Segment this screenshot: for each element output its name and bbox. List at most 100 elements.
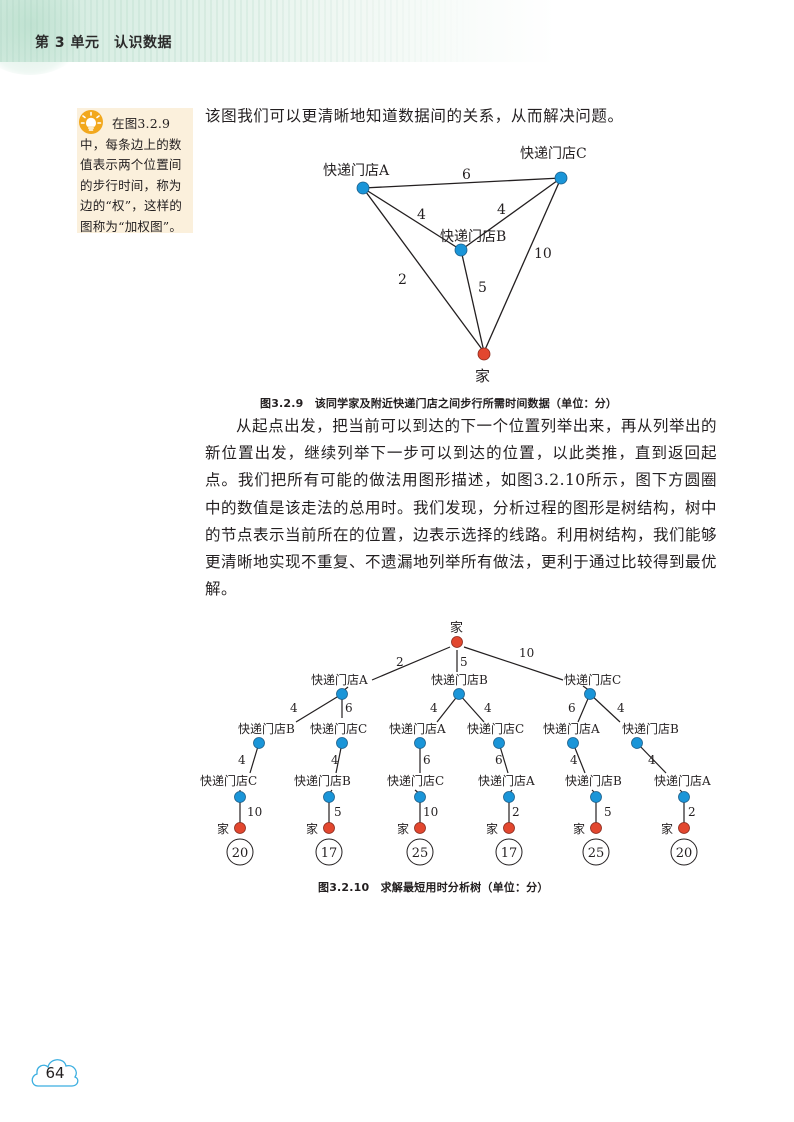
tree-l1-label: 快递门店B [431, 672, 488, 687]
tree-l2-node [567, 737, 579, 749]
tree-l2-label: 快递门店A [543, 721, 600, 736]
tree-l3-label: 快递门店C [200, 773, 257, 788]
weight-a-b: 4 [417, 207, 426, 223]
tree-l3-weight: 4 [648, 753, 656, 767]
sidebar-note: 在图3.2.9中，每条边上的数值表示两个位置间的步行时间，称为边的“权”，这样的… [77, 108, 193, 234]
tree-l2-label: 快递门店B [622, 721, 679, 736]
tree-l2-weight: 6 [345, 701, 353, 715]
node-home [477, 347, 491, 361]
label-store-b: 快递门店B [440, 229, 506, 245]
tree-leaf-label: 家 [397, 821, 409, 836]
tree-l1-label: 快递门店C [564, 672, 621, 687]
tree-l3-weight: 4 [570, 753, 578, 767]
weighted-graph-figure: 快递门店A 快递门店B 快递门店C 家 6 4 4 2 5 10 [323, 146, 587, 385]
lightbulb-icon [79, 110, 103, 134]
tree-leaf-weight: 2 [512, 805, 520, 819]
label-home: 家 [475, 367, 490, 385]
tree-leaf-home [503, 822, 515, 834]
figure-3-2-9-caption: 图3.2.9 该同学家及附近快递门店之间步行所需时间数据（单位：分） [260, 397, 618, 410]
tree-leaf-label: 家 [486, 821, 498, 836]
tree-leaf-weight: 10 [247, 805, 262, 819]
total-circle [495, 838, 523, 866]
tree-l3-label: 快递门店A [478, 773, 535, 788]
tree-leaf-home [678, 822, 690, 834]
tree-root-home [451, 636, 463, 648]
tree-l2-weight: 6 [568, 701, 576, 715]
sidebar-note-text: 在图3.2.9中，每条边上的数值表示两个位置间的步行时间，称为边的“权”，这样的… [80, 116, 183, 234]
total-value: 25 [588, 846, 605, 861]
tree-l1-label: 快递门店A [311, 672, 368, 687]
node-store-b [454, 243, 468, 257]
total-circle [670, 838, 698, 866]
tree-l3-node [323, 791, 335, 803]
tree-leaf-home [590, 822, 602, 834]
tree-root-label: 家 [450, 620, 463, 636]
tree-l3-node [590, 791, 602, 803]
tree-l1-weight: 5 [460, 655, 468, 669]
chapter-title: 第 3 单元 认识数据 [35, 35, 172, 51]
tree-l1-a [336, 688, 348, 700]
tree-leaf-label: 家 [306, 821, 318, 836]
tree-l2-label: 快递门店B [238, 721, 295, 736]
label-store-c: 快递门店C [520, 146, 587, 162]
tree-l1-b [453, 688, 465, 700]
tree-leaf-home [234, 822, 246, 834]
tree-leaf-home [323, 822, 335, 834]
page-number: 64 [45, 1064, 65, 1082]
edge-b-home [460, 249, 485, 353]
tree-l1-weight: 10 [519, 646, 534, 660]
figure-3-2-10-caption: 图3.2.10 求解最短用时分析树（单位：分） [318, 881, 549, 894]
edge-a-b [362, 187, 462, 251]
tree-l3-node [234, 791, 246, 803]
total-value: 20 [676, 846, 693, 861]
total-value: 17 [501, 846, 518, 861]
total-circle [406, 838, 434, 866]
tree-l2-node [493, 737, 505, 749]
tree-l2-weight: 4 [617, 701, 625, 715]
tree-leaf-weight: 5 [604, 805, 612, 819]
tree-l2-node [253, 737, 265, 749]
tree-leaf-label: 家 [573, 821, 585, 836]
tree-l2-node [414, 737, 426, 749]
tree-l2-label: 快递门店C [310, 721, 367, 736]
total-circle [226, 838, 254, 866]
weight-c-home: 10 [534, 246, 552, 262]
cloud-icon [31, 1059, 79, 1087]
edge-c-home [483, 177, 562, 353]
total-circle [315, 838, 343, 866]
tree-l3-label: 快递门店C [387, 773, 444, 788]
tree-l3-label: 快递门店B [565, 773, 622, 788]
tree-leaf-weight: 10 [423, 805, 438, 819]
tree-l3-label: 快递门店A [654, 773, 711, 788]
node-store-c [554, 171, 568, 185]
tree-leaf-weight: 2 [688, 805, 696, 819]
node-store-a [356, 181, 370, 195]
label-store-a: 快递门店A [323, 163, 390, 179]
tree-l3-label: 快递门店B [294, 773, 351, 788]
tree-leaf-label: 家 [661, 821, 673, 836]
chapter-header-band [0, 0, 794, 75]
weight-b-c: 4 [497, 202, 506, 218]
body-paragraph: 从起点出发，把当前可以到达的下一个位置列举出来，再从列举出的新位置出发，继续列举… [205, 413, 717, 603]
edge-b-c [460, 177, 562, 251]
tree-l2-weight: 4 [290, 701, 298, 715]
tree-leaf-home [414, 822, 426, 834]
tree-l3-node [678, 791, 690, 803]
tree-l1-c [584, 688, 596, 700]
tree-l3-weight: 4 [238, 753, 246, 767]
tree-l3-weight: 6 [495, 753, 503, 767]
tree-l2-label: 快递门店C [467, 721, 524, 736]
tree-leaf-weight: 5 [334, 805, 342, 819]
total-circle [582, 838, 610, 866]
weight-b-home: 5 [478, 280, 487, 296]
tree-l2-weight: 4 [484, 701, 492, 715]
edge-a-home [362, 187, 485, 353]
tree-l2-label: 快递门店A [389, 721, 446, 736]
tree-leaf-label: 家 [217, 821, 229, 836]
weight-a-c: 6 [462, 167, 471, 183]
intro-text: 该图我们可以更清晰地知道数据间的关系，从而解决问题。 [205, 107, 624, 125]
tree-l2-weight: 4 [430, 701, 438, 715]
tree-l3-weight: 4 [331, 753, 339, 767]
tree-l3-weight: 6 [423, 753, 431, 767]
